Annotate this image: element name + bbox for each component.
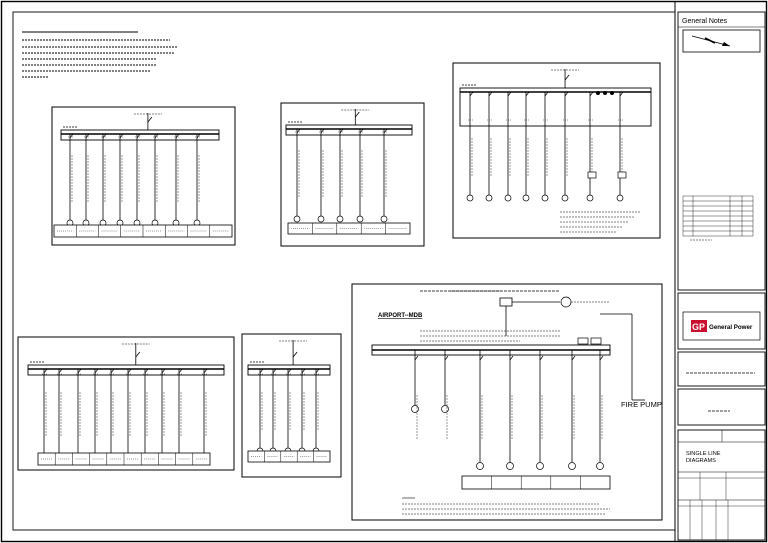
notes-block [22,31,178,78]
panel-3 [452,62,661,239]
circuit-end-icon [586,194,594,202]
breaker-icon [509,355,514,361]
circuit-end-icon [485,194,493,202]
circuit-end-icon [568,462,576,470]
circuit-end-icon [466,194,474,202]
panel-5 [241,333,342,478]
breaker-icon [444,355,449,361]
circuit-end-icon [441,405,449,413]
revision-table [682,195,754,237]
breaker-icon [414,355,419,361]
circuit-end-icon [356,215,364,223]
panel-4-border [17,336,235,471]
mdb-label: AIRPORT--MDB [378,313,423,319]
circuit-end-icon [522,194,530,202]
fire-pump-label: FIRE PUMP [621,400,662,409]
circuit-end-icon [476,462,484,470]
general-notes-title: General Notes [682,18,728,25]
drawing-title-line2: DIAGRAMS [686,458,716,464]
circuit-end-icon [380,215,388,223]
breaker-icon [599,355,604,361]
panel-2 [280,102,425,247]
company-name: General Power [709,324,753,331]
breaker-icon [539,355,544,361]
logo-letters: GP [692,322,705,332]
panel-1-border [51,106,236,246]
title-block: General Notes GP Gener [677,11,766,541]
circuit-end-icon [506,462,514,470]
circuit-end-icon [336,215,344,223]
breaker-icon [292,351,298,358]
breaker-icon [571,355,576,361]
breaker-icon [564,74,570,81]
breaker-icon [135,351,141,358]
circuit-end-icon [293,215,301,223]
drawing-title-line1: SINGLE LINE [686,451,721,457]
circuit-end-icon [504,194,512,202]
company-logo-icon: GP General Power [691,320,753,332]
breaker-icon [479,355,484,361]
breaker-icon [354,111,360,118]
circuit-end-icon [561,194,569,202]
circuit-end-icon [411,405,419,413]
north-arrow-icon [691,35,731,47]
panel-1 [51,106,236,246]
breaker-icon [147,116,153,123]
circuit-end-icon [541,194,549,202]
circuit-end-icon [317,215,325,223]
mdb-panel: AIRPORT--MDB FIRE PUMP [351,283,663,521]
circuit-end-icon [536,462,544,470]
circuit-end-icon [616,194,624,202]
circuit-end-icon [596,462,604,470]
panel-4 [17,336,235,471]
